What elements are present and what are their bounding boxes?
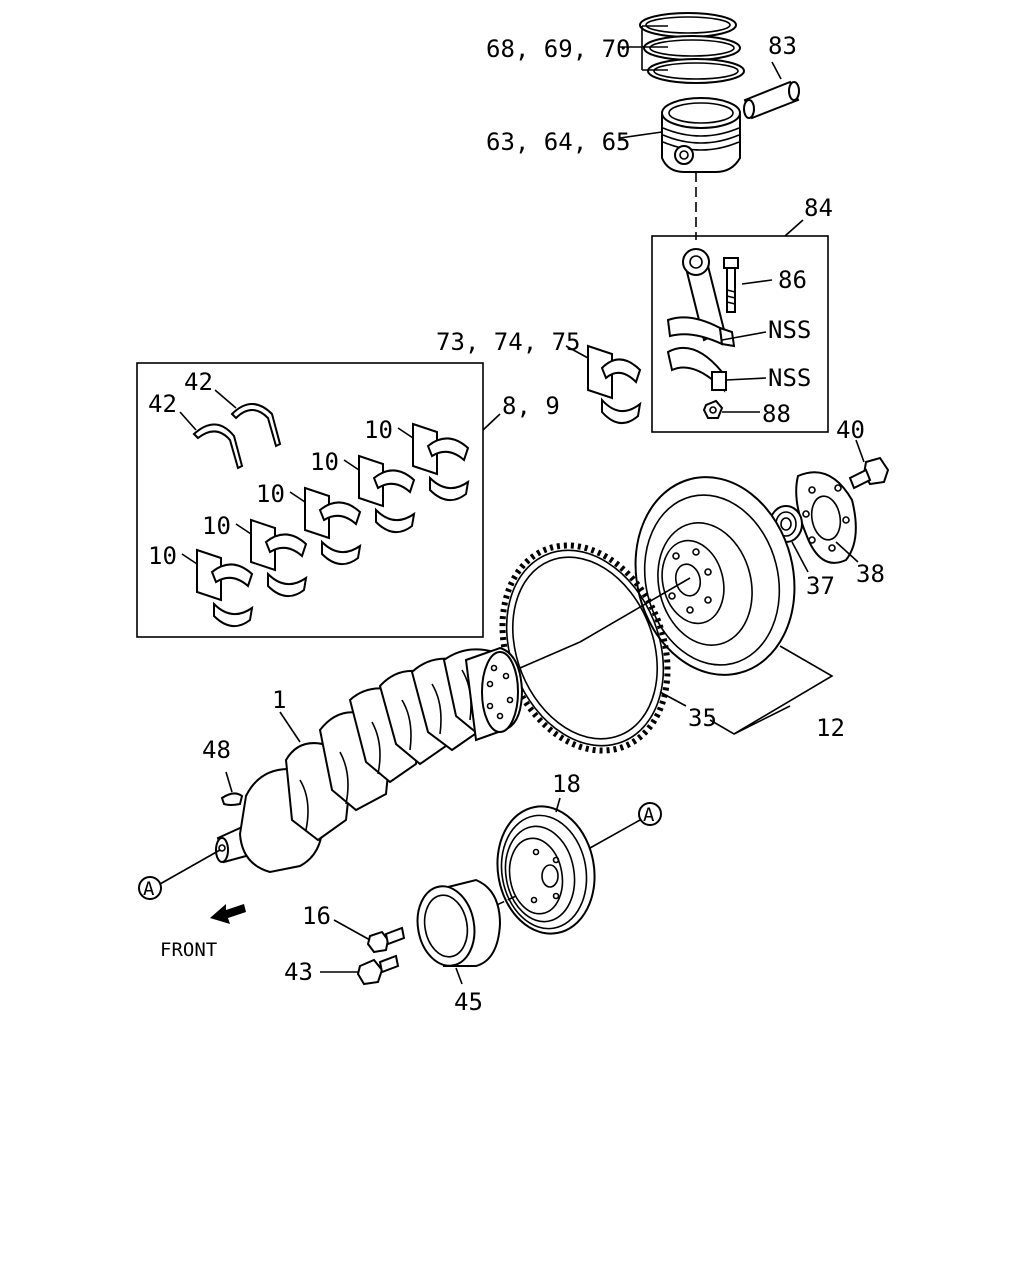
label-front: FRONT <box>160 939 217 961</box>
main-bearing-b[interactable] <box>250 518 308 597</box>
front-arrow-icon <box>210 904 246 924</box>
label-rings: 68, 69, 70 <box>486 35 631 63</box>
svg-text:A: A <box>143 878 155 900</box>
main-bearing-c[interactable] <box>304 486 362 565</box>
label-crankshaft: 1 <box>272 686 286 714</box>
label-key: 48 <box>202 736 231 764</box>
label-bearing-e: 10 <box>364 416 393 444</box>
label-nss-lower: NSS <box>768 364 811 392</box>
label-pulley: 18 <box>552 770 581 798</box>
crank-key[interactable] <box>220 792 244 806</box>
label-thrust-1: 42 <box>184 368 213 396</box>
label-thrust-2: 42 <box>148 390 177 418</box>
label-plate: 38 <box>856 560 885 588</box>
rod-bearing[interactable] <box>587 344 642 424</box>
piston-pin[interactable] <box>743 80 800 120</box>
ring-gear[interactable] <box>473 520 697 775</box>
label-nut: 88 <box>762 400 791 428</box>
label-flywheel-assy: 12 <box>816 714 845 742</box>
label-pin: 83 <box>768 32 797 60</box>
label-piston: 63, 64, 65 <box>486 128 631 156</box>
rod-cap[interactable] <box>666 347 727 393</box>
crank-pulley[interactable] <box>488 799 605 942</box>
label-main-bearing-set: 8, 9 <box>502 392 560 420</box>
label-bolt-16: 16 <box>302 902 331 930</box>
label-bearing-b: 10 <box>202 512 231 540</box>
label-bearing-a: 10 <box>148 542 177 570</box>
bolt-16[interactable] <box>366 926 406 954</box>
label-bearing-c: 10 <box>256 480 285 508</box>
conrod-kit-box <box>651 235 829 433</box>
flywheel[interactable] <box>615 460 815 692</box>
thrust-washer-1[interactable] <box>230 403 282 448</box>
label-pilot-bearing: 37 <box>806 572 835 600</box>
label-flywheel-bolt: 40 <box>836 416 865 444</box>
flywheel-bolt[interactable] <box>848 456 890 490</box>
main-bearing-box <box>136 362 484 638</box>
bolt-43[interactable] <box>356 954 400 986</box>
crank-sleeve[interactable] <box>411 878 502 970</box>
rod-bolt[interactable] <box>723 257 739 313</box>
crankshaft[interactable] <box>215 646 524 874</box>
svg-text:A: A <box>643 804 655 826</box>
label-sleeve: 45 <box>454 988 483 1016</box>
label-rod-bearing: 73, 74, 75 <box>436 328 581 356</box>
ref-a-right: A <box>638 802 662 826</box>
label-ring-gear: 35 <box>688 704 717 732</box>
main-bearing-a[interactable] <box>196 548 254 627</box>
label-conrod-kit: 84 <box>804 194 833 222</box>
connecting-rod[interactable] <box>666 248 736 348</box>
piston-rings[interactable] <box>639 12 745 84</box>
main-bearing-d[interactable] <box>358 454 416 533</box>
label-nss-upper: NSS <box>768 316 811 344</box>
ref-a-left: A <box>138 876 162 900</box>
label-bearing-d: 10 <box>310 448 339 476</box>
main-bearing-e[interactable] <box>412 422 470 501</box>
piston[interactable] <box>661 97 741 173</box>
label-bolt: 86 <box>778 266 807 294</box>
label-bolt-43: 43 <box>284 958 313 986</box>
flywheel-plate[interactable] <box>795 471 857 564</box>
rod-nut[interactable] <box>702 399 724 419</box>
thrust-washer-2[interactable] <box>192 423 244 470</box>
